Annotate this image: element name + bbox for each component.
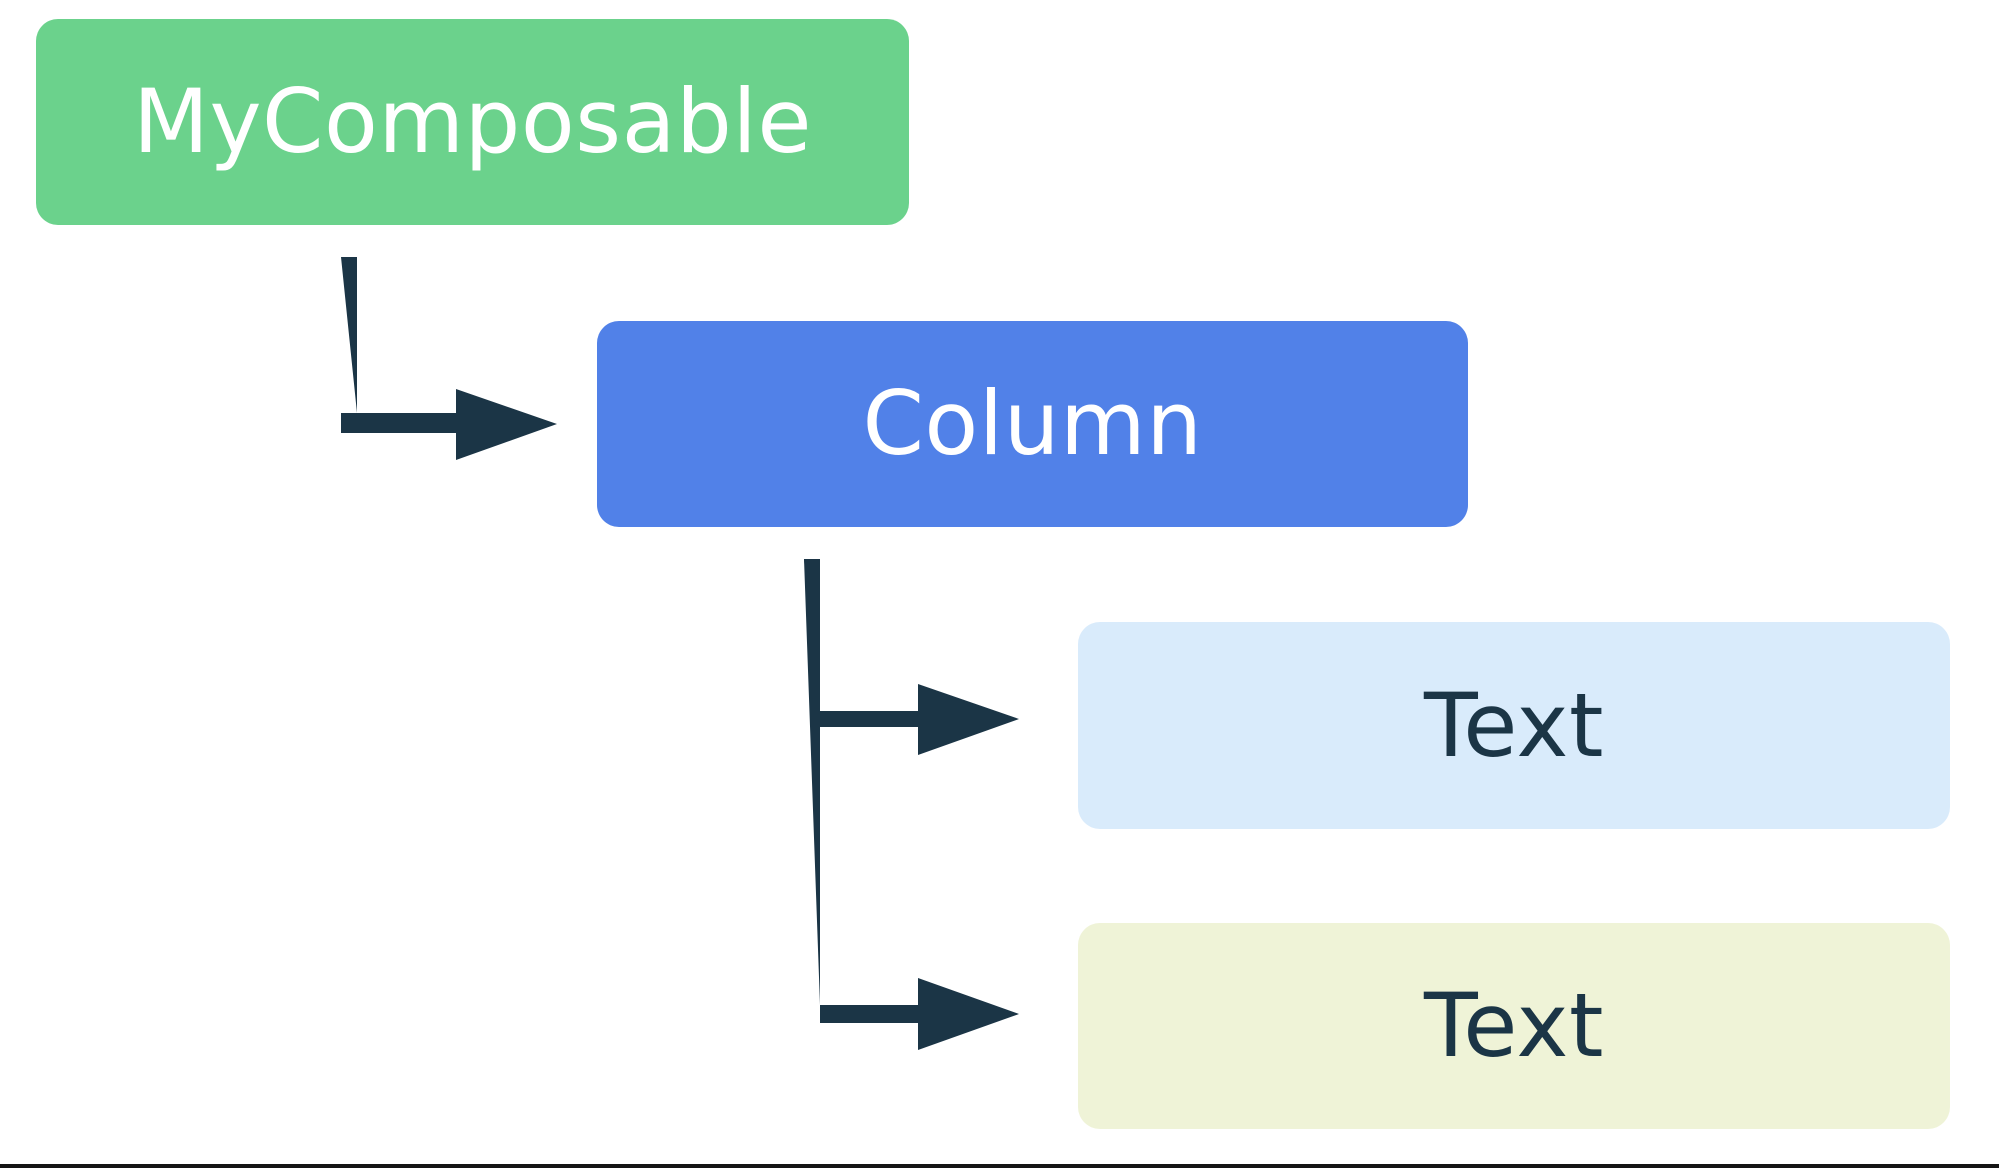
- node-column-label: Column: [862, 372, 1203, 475]
- bottom-divider: [0, 1164, 1999, 1168]
- edge-column-to-text-2-arrowhead: [918, 978, 1019, 1050]
- edge-column-to-text-2-line: [804, 559, 930, 1023]
- node-text-second[interactable]: Text: [1078, 923, 1950, 1129]
- edge-column-to-text-1: [804, 559, 1019, 755]
- edge-column-to-text-1-line: [804, 559, 930, 727]
- node-column[interactable]: Column: [597, 321, 1468, 527]
- edge-column-to-text-2: [804, 559, 1019, 1050]
- node-text-first[interactable]: Text: [1078, 622, 1950, 829]
- node-my-composable[interactable]: MyComposable: [36, 19, 909, 225]
- node-text-second-label: Text: [1424, 974, 1604, 1077]
- edge-root-to-column-arrowhead: [456, 389, 557, 460]
- node-text-first-label: Text: [1424, 673, 1604, 777]
- node-my-composable-label: MyComposable: [133, 70, 812, 173]
- edge-column-to-text-1-arrowhead: [918, 684, 1019, 755]
- edge-root-to-column-elbow: [341, 257, 462, 433]
- edge-root-to-column-line: [341, 257, 462, 433]
- edge-root-to-column: [341, 257, 557, 460]
